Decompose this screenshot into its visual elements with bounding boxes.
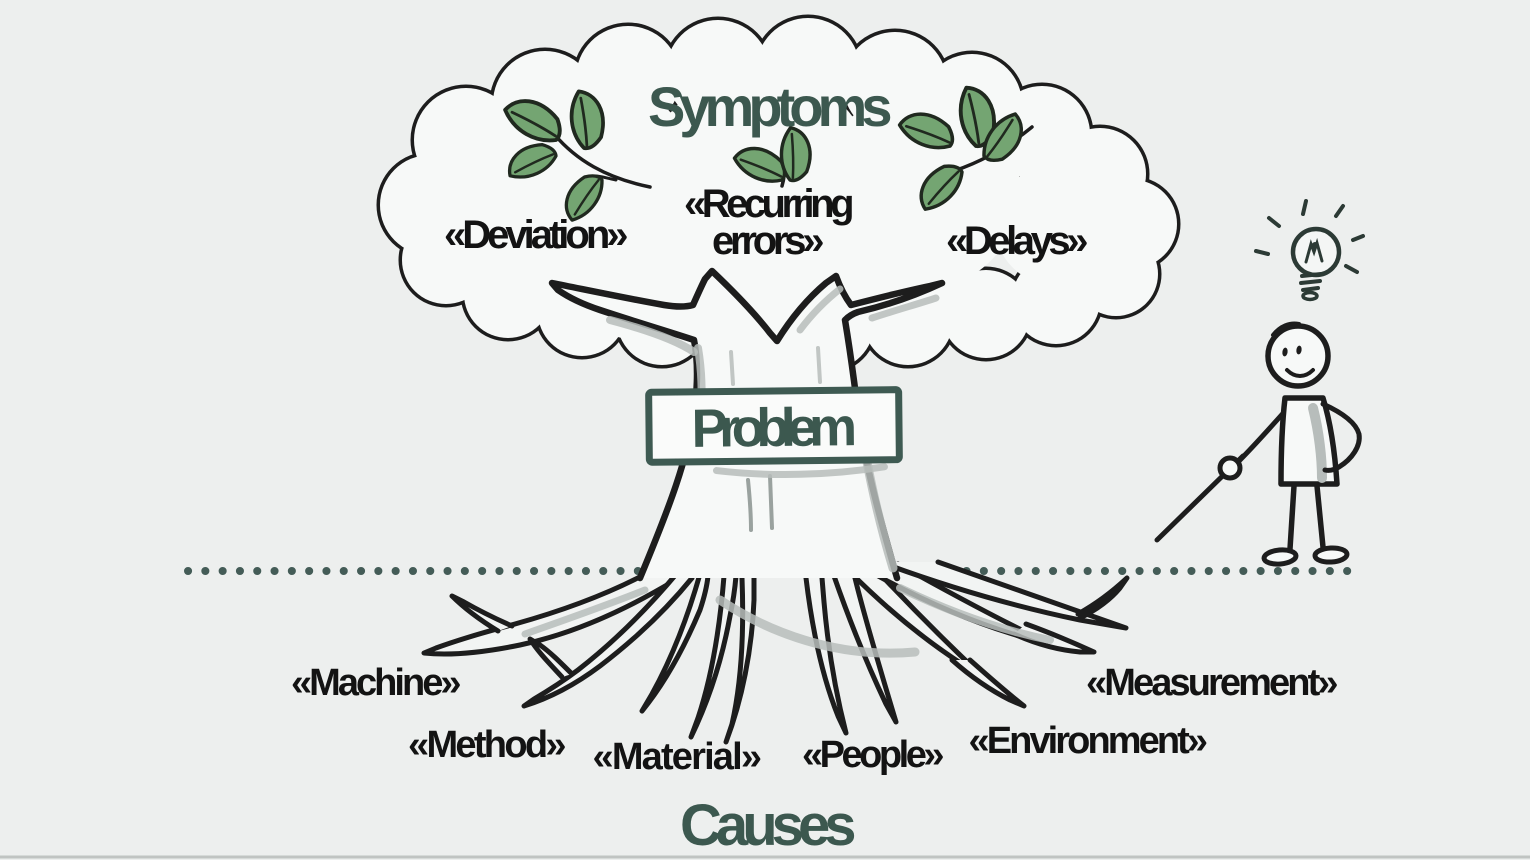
cause-label-people: «People» <box>802 734 944 776</box>
stick-figure <box>1154 321 1362 567</box>
leaf-sprig-middle <box>731 124 825 197</box>
figure-left-leg <box>1287 483 1297 552</box>
symptom-label-recurring-errors-line2: errors» <box>712 219 824 263</box>
figure-hair <box>1271 321 1301 337</box>
causes-title: Causes <box>680 793 856 858</box>
tree-roots <box>421 559 1130 745</box>
tree-crown-cloud <box>376 14 1181 376</box>
root-shading <box>521 584 1054 658</box>
problem-sign-label: Problem <box>691 397 857 459</box>
cause-label-environment: «Environment» <box>969 720 1208 762</box>
problem-sign: Problem <box>645 386 903 478</box>
cause-label-method: «Method» <box>408 724 566 766</box>
symptom-label-recurring-errors-line1: «Recurring <box>684 182 854 226</box>
symptom-label-deviation: «Deviation» <box>444 213 628 257</box>
figure-smile <box>1285 368 1315 378</box>
figure-right-arm-akimbo <box>1320 401 1362 473</box>
lightbulb-rays <box>1254 199 1365 274</box>
figure-right-foot <box>1312 545 1350 565</box>
cause-label-measurement: «Measurement» <box>1086 662 1338 704</box>
figure-hand <box>1217 455 1243 481</box>
problem-sign-box <box>645 386 903 466</box>
lightbulb-icon <box>1254 199 1365 302</box>
cause-label-machine: «Machine» <box>291 662 461 704</box>
figure-body-shading <box>1308 403 1327 483</box>
symptoms-title: Symptoms <box>648 75 892 138</box>
figure-eye-left <box>1282 347 1288 357</box>
leaf-sprig-right <box>896 83 1034 212</box>
figure-right-leg <box>1314 483 1326 550</box>
figure-left-foot <box>1261 547 1299 567</box>
figure-eye-right <box>1296 345 1302 355</box>
symptom-label-delays: «Delays» <box>946 219 1088 263</box>
leaf-sprig-left <box>502 87 652 223</box>
cause-label-material: «Material» <box>593 736 762 778</box>
